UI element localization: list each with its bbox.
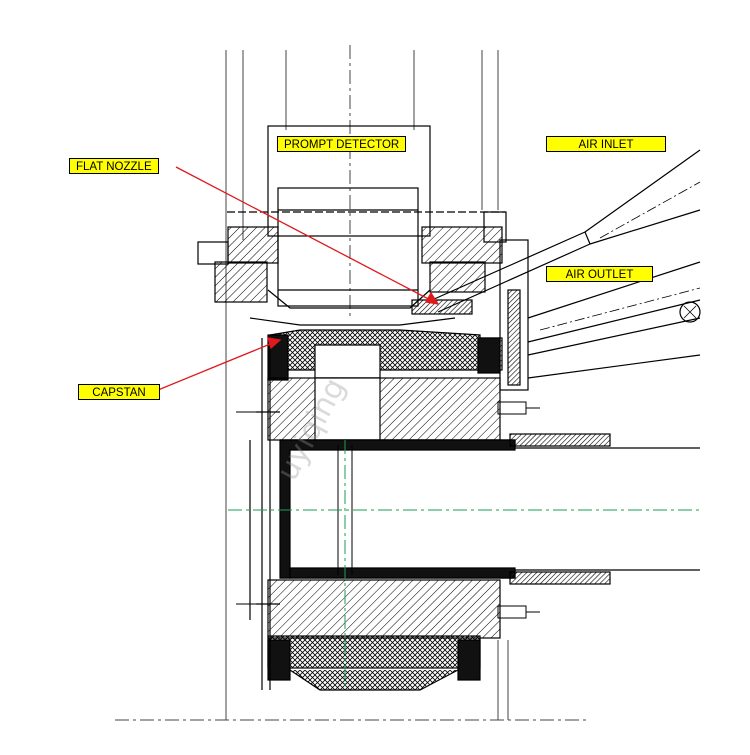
nozzle-tubes (431, 149, 701, 379)
frame-lines (225, 50, 509, 720)
label-capstan: CAPSTAN (78, 384, 160, 400)
flat-nozzle-arrowhead (424, 291, 440, 305)
label-air-inlet: AIR INLET (546, 136, 666, 152)
label-air-outlet: AIR OUTLET (546, 266, 653, 282)
flat-nozzle-leader (175, 166, 439, 305)
upper-flange (197, 211, 507, 303)
capstan (267, 329, 501, 381)
bolts (236, 401, 540, 619)
left-wall (249, 338, 280, 690)
capstan-arrowhead (267, 337, 282, 350)
label-flat-nozzle: FLAT NOZZLE (69, 158, 159, 174)
green-centerlines (228, 440, 700, 690)
leader-lines (157, 166, 440, 391)
detector-cup (249, 289, 473, 326)
label-prompt-detector: PROMPT DETECTOR (277, 136, 407, 152)
capstan-leader (157, 339, 281, 391)
main-hub (267, 377, 501, 691)
shaft (279, 433, 700, 585)
prompt-detector-housing (227, 125, 505, 307)
